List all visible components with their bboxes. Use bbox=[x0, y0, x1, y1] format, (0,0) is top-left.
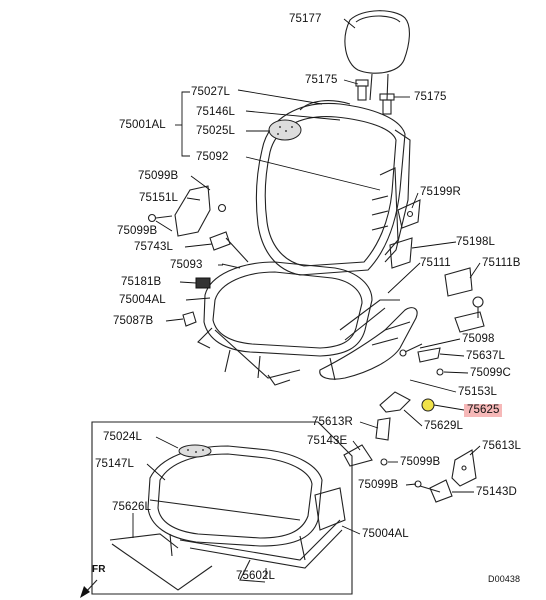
bracket-right-small bbox=[454, 311, 485, 333]
label-75027L: 75027L bbox=[191, 86, 230, 98]
seat-pad-lower bbox=[178, 444, 212, 458]
cover-75143D bbox=[429, 479, 453, 503]
label-75175-right: 75175 bbox=[414, 91, 447, 103]
belt-buckle-75743L bbox=[209, 231, 249, 263]
label-75198L: 75198L bbox=[456, 236, 495, 248]
label-75143D: 75143D bbox=[476, 486, 517, 498]
label-75629L: 75629L bbox=[424, 420, 463, 432]
headrest bbox=[344, 10, 410, 101]
label-75146L: 75146L bbox=[196, 106, 235, 118]
wire-75626L bbox=[109, 533, 213, 591]
knob-75181B bbox=[195, 277, 211, 289]
label-75199R: 75199R bbox=[420, 186, 461, 198]
label-75111: 75111 bbox=[420, 257, 451, 269]
label-75098: 75098 bbox=[462, 333, 495, 345]
screw-75099B-low bbox=[414, 480, 441, 493]
label-75177: 75177 bbox=[289, 13, 322, 25]
lever-75637L bbox=[417, 347, 441, 363]
seat-rails-upper bbox=[197, 299, 400, 349]
spring-75629L bbox=[379, 391, 411, 413]
cover-75613L bbox=[451, 449, 477, 487]
seat-cushion-lower bbox=[147, 445, 346, 583]
label-75143E: 75143E bbox=[307, 435, 348, 447]
screw-75098 bbox=[399, 343, 423, 357]
label-75626L: 75626L bbox=[112, 501, 151, 513]
part-75093 bbox=[221, 263, 241, 269]
back-cover-bracket bbox=[397, 199, 421, 229]
label-75613L: 75613L bbox=[482, 440, 521, 452]
cover-75143E bbox=[343, 444, 373, 467]
label-75175-left: 75175 bbox=[305, 74, 338, 86]
label-75181B: 75181B bbox=[121, 276, 162, 288]
label-75602L: 75602L bbox=[236, 570, 275, 582]
ring-75625 bbox=[421, 398, 435, 412]
screw-75099B-mid bbox=[380, 458, 388, 466]
clip-75099B-top bbox=[217, 203, 227, 213]
label-75099B-low: 75099B bbox=[358, 479, 399, 491]
label-75001AL: 75001AL bbox=[119, 119, 166, 131]
label-75153L: 75153L bbox=[458, 386, 497, 398]
side-cover-75151L bbox=[174, 185, 211, 237]
label-75093: 75093 bbox=[170, 259, 203, 271]
label-75743L: 75743L bbox=[134, 241, 173, 253]
label-75151L: 75151L bbox=[139, 192, 178, 204]
fr-arrow bbox=[80, 579, 98, 598]
headrest-guide-left bbox=[355, 79, 369, 101]
screw-75099B-left bbox=[147, 213, 173, 223]
recliner-cover bbox=[319, 307, 418, 380]
label-75099C: 75099C bbox=[470, 367, 511, 379]
seat-back bbox=[255, 100, 411, 276]
bracket-75111 bbox=[444, 267, 473, 297]
label-75025L: 75025L bbox=[196, 125, 235, 137]
label-75625-highlighted: 75625 bbox=[464, 404, 503, 417]
clip-75099C bbox=[436, 368, 444, 376]
cover-75613R bbox=[375, 417, 391, 441]
front-direction-label: FR bbox=[92, 564, 106, 575]
back-pad bbox=[268, 119, 302, 141]
diagram-code: D00438 bbox=[488, 574, 521, 584]
back-lower-cover bbox=[389, 237, 413, 269]
label-75087B: 75087B bbox=[113, 315, 154, 327]
nut-75087B bbox=[182, 311, 197, 327]
label-75092: 75092 bbox=[196, 151, 229, 163]
label-75004AL-upper: 75004AL bbox=[119, 294, 166, 306]
label-75004AL-lower: 75004AL bbox=[362, 528, 409, 540]
leader-lines bbox=[132, 18, 481, 578]
seat-cushion-upper bbox=[203, 261, 373, 386]
label-75024L: 75024L bbox=[103, 431, 142, 443]
label-75613R: 75613R bbox=[312, 416, 353, 428]
lower-box bbox=[91, 421, 353, 595]
label-75637L: 75637L bbox=[466, 350, 505, 362]
label-75099B-top: 75099B bbox=[138, 170, 179, 182]
label-75111B: 75111B bbox=[482, 257, 521, 269]
bolt-75111B bbox=[472, 296, 484, 318]
label-75147L: 75147L bbox=[95, 458, 134, 470]
label-75099B-left: 75099B bbox=[117, 225, 158, 237]
label-75099B-mid: 75099B bbox=[400, 456, 441, 468]
